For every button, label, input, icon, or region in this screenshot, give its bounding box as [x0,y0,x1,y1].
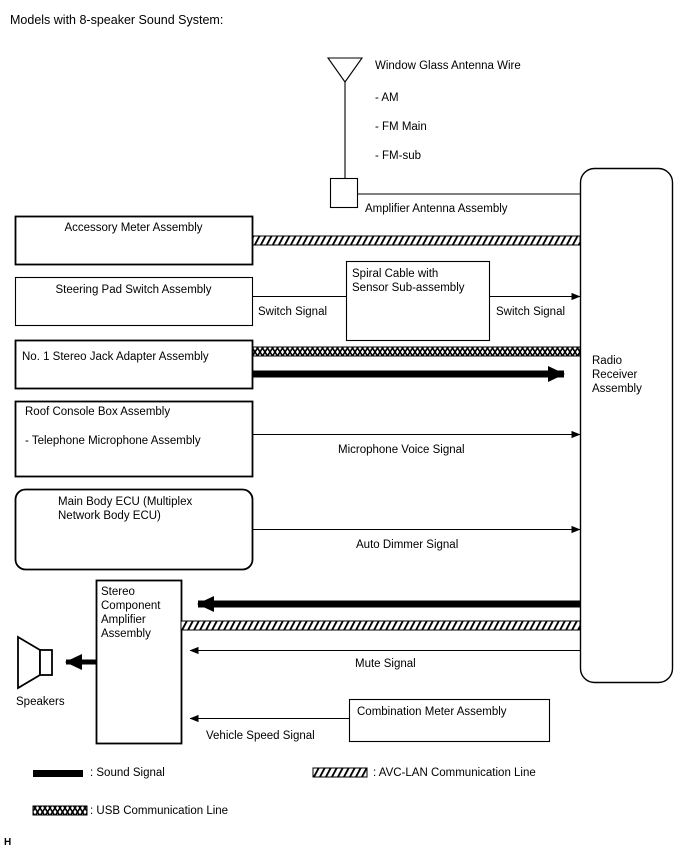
roof-console-box [14,400,254,478]
radio-receiver-label-line2: Receiver [592,369,638,381]
spiral-cable-label-line2: Sensor Sub-assembly [352,282,465,294]
corner-mark: H [4,837,12,848]
antenna-triangle-icon [326,57,364,178]
avc-lan-line-accessory [252,235,581,246]
legend-label-sound-signal: : Sound Signal [90,767,165,779]
radio-receiver-label-line3: Assembly [592,383,642,395]
antenna-band-fm-sub: - FM-sub [375,150,421,162]
amplifier-antenna-box [329,177,359,209]
page-title: Models with 8-speaker Sound System: [10,13,224,27]
antenna-band-fm-main: - FM Main [375,121,427,133]
antenna-wire-label: Window Glass Antenna Wire [375,60,521,72]
amplifier-antenna-label: Amplifier Antenna Assembly [365,203,508,215]
accessory-meter-label: Accessory Meter Assembly [64,222,203,234]
speaker-icon [17,635,53,690]
stereo-amp-label-line4: Assembly [101,628,151,640]
sound-signal-swatch [33,770,83,777]
usb-swatch [32,805,88,816]
roof-console-label: Roof Console Box Assembly [25,406,171,418]
steering-pad-label: Steering Pad Switch Assembly [55,284,212,296]
switch-signal-right-label: Switch Signal [496,306,566,318]
vehicle-speed-label: Vehicle Speed Signal [206,730,315,742]
stereo-amp-label-line2: Component [101,600,161,612]
auto-dimmer-label: Auto Dimmer Signal [356,539,459,551]
main-body-ecu-label-line2: Network Body ECU) [58,510,161,522]
telephone-microphone-label: - Telephone Microphone Assembly [25,435,201,447]
switch-signal-left-label: Switch Signal [258,306,328,318]
stereo-amp-label-line3: Amplifier [101,614,146,626]
spiral-cable-label-line1: Spiral Cable with [352,268,439,280]
combination-meter-box [348,698,551,743]
stereo-jack-box [14,339,254,390]
stereo-jack-label: No. 1 Stereo Jack Adapter Assembly [22,351,209,363]
accessory-meter-box [14,215,254,266]
legend-label-usb: : USB Communication Line [90,805,229,817]
microphone-voice-label: Microphone Voice Signal [338,444,465,456]
legend-label-avc-lan: : AVC-LAN Communication Line [373,767,536,779]
stereo-amp-label-line1: Stereo [101,586,135,598]
avc-lan-line-amplifier [180,620,581,631]
stereo-amplifier-box [95,579,183,745]
radio-receiver-box [579,167,674,684]
speakers-label: Speakers [16,696,65,708]
combination-meter-label: Combination Meter Assembly [357,706,507,718]
spiral-cable-box [345,260,491,342]
steering-pad-box [14,276,254,327]
avc-lan-swatch [312,767,368,778]
mute-signal-label: Mute Signal [355,658,416,670]
antenna-band-am: - AM [375,92,399,104]
main-body-ecu-label-line1: Main Body ECU (Multiplex [58,496,193,508]
radio-receiver-label-line1: Radio [592,355,623,367]
usb-line-stereo-jack [252,346,581,357]
